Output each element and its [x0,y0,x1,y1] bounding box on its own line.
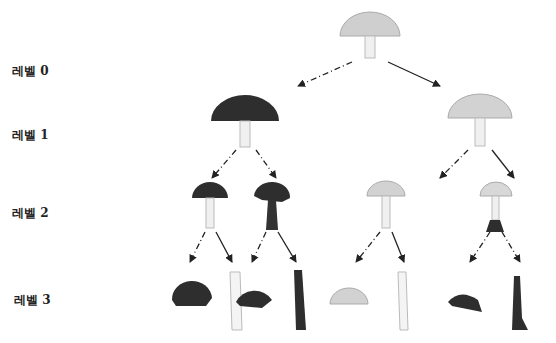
level-label: 레벨 0 [12,64,49,78]
level-label: 레벨 3 [14,293,51,307]
level-label: 레벨 2 [12,206,49,220]
level-label: 레벨 1 [12,128,49,142]
